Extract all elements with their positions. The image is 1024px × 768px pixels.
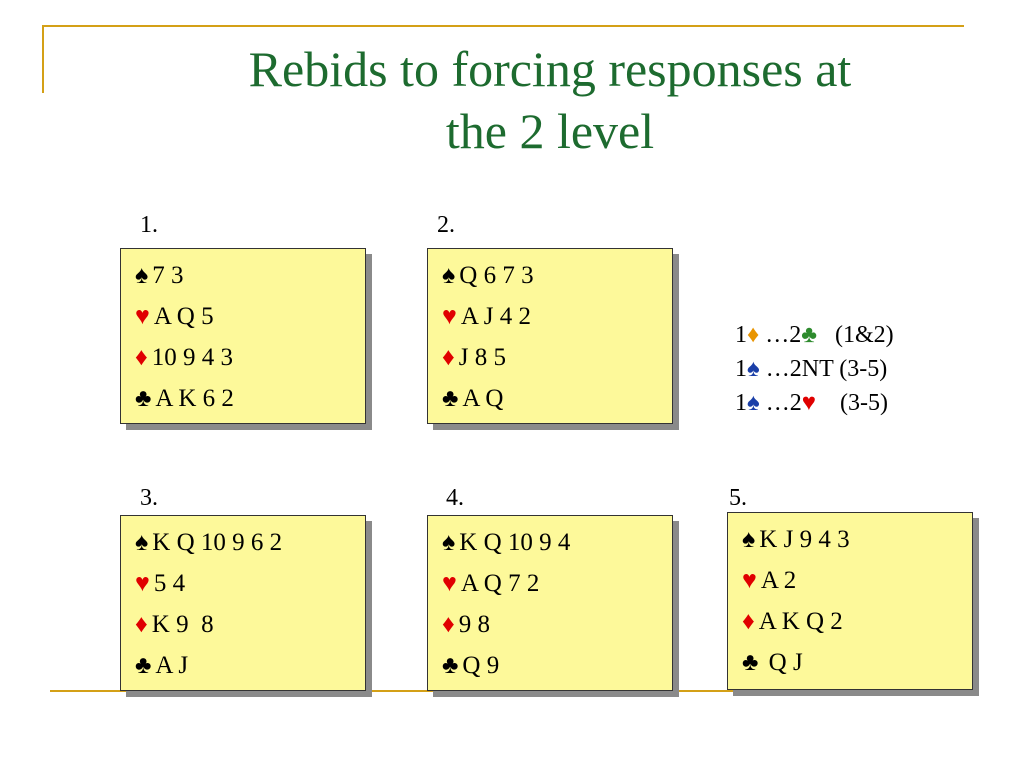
diamond-icon: ♦	[135, 611, 148, 638]
hand-4-clubs: Q 9	[462, 652, 500, 679]
hand-4-hearts: A Q 7 2	[460, 570, 540, 597]
hand-4-diamonds: 9 8	[458, 611, 491, 638]
club-icon: ♣	[442, 385, 459, 412]
sequence-3: 1♠ …2♥ (3-5)	[735, 390, 888, 416]
diamond-icon: ♦	[442, 344, 455, 371]
spade-icon: ♠	[442, 529, 456, 556]
hand-2-spades: Q 6 7 3	[459, 262, 534, 289]
diamond-icon: ♦	[135, 344, 148, 371]
hand-5-diamonds: A K Q 2	[758, 608, 843, 635]
hand-1-hearts: A Q 5	[153, 303, 214, 330]
hand-2-number: 2.	[437, 212, 455, 238]
hand-5-spades: K J 9 4 3	[759, 526, 850, 553]
bidding-sequences: 1♦ …2♣ (1&2) 1♠ …2NT (3-5) 1♠ …2♥ (3-5)	[735, 318, 894, 420]
spade-icon: ♠	[135, 262, 149, 289]
heart-icon: ♥	[442, 303, 457, 330]
hand-2-hearts: A J 4 2	[460, 303, 531, 330]
club-icon: ♣	[742, 649, 759, 676]
spade-icon: ♠	[747, 356, 760, 382]
hand-3-number: 3.	[140, 485, 158, 511]
hand-4-spades: K Q 10 9 4	[459, 529, 571, 556]
bottom-rule	[50, 690, 972, 692]
title-line-2: the 2 level	[445, 103, 655, 159]
club-icon: ♣	[135, 652, 152, 679]
hand-5-number: 5.	[729, 485, 747, 511]
club-icon: ♣	[135, 385, 152, 412]
heart-icon: ♥	[742, 567, 757, 594]
hand-3-hearts: 5 4	[153, 570, 186, 597]
heart-icon: ♥	[442, 570, 457, 597]
spade-icon: ♠	[135, 529, 149, 556]
sequence-2: 1♠ …2NT (3-5)	[735, 356, 888, 382]
diamond-icon: ♦	[442, 611, 455, 638]
hand-5-clubs: Q J	[762, 649, 803, 676]
diamond-icon: ♦	[742, 608, 755, 635]
hand-1-diamonds: 10 9 4 3	[151, 344, 234, 371]
title-line-1: Rebids to forcing responses at	[248, 41, 852, 97]
hand-2-clubs: A Q	[462, 385, 504, 412]
hand-3-card: ♠K Q 10 9 6 2 ♥5 4 ♦K 9 8 ♣A J	[120, 515, 366, 691]
hand-2-card: ♠Q 6 7 3 ♥A J 4 2 ♦J 8 5 ♣A Q	[427, 248, 673, 424]
hand-1-spades: 7 3	[152, 262, 184, 289]
slide-title: Rebids to forcing responses at the 2 lev…	[110, 38, 990, 162]
hand-5-card: ♠K J 9 4 3 ♥A 2 ♦A K Q 2 ♣ Q J	[727, 512, 973, 690]
spade-icon: ♠	[742, 526, 756, 553]
hand-3-spades: K Q 10 9 6 2	[152, 529, 283, 556]
hand-1-number: 1.	[140, 212, 158, 238]
heart-icon: ♥	[135, 303, 150, 330]
diamond-icon: ♦	[747, 322, 760, 348]
hand-3-diamonds: K 9 8	[151, 611, 214, 638]
left-rule	[42, 25, 44, 93]
top-rule	[42, 25, 964, 27]
spade-icon: ♠	[747, 390, 760, 416]
club-icon: ♣	[442, 652, 459, 679]
hand-1-clubs: A K 6 2	[155, 385, 234, 412]
hand-3-clubs: A J	[155, 652, 189, 679]
heart-icon: ♥	[135, 570, 150, 597]
sequence-1: 1♦ …2♣ (1&2)	[735, 322, 894, 348]
hand-5-hearts: A 2	[760, 567, 797, 594]
hand-4-number: 4.	[446, 485, 464, 511]
spade-icon: ♠	[442, 262, 456, 289]
heart-icon: ♥	[801, 390, 816, 416]
club-icon: ♣	[801, 322, 817, 348]
hand-1-card: ♠7 3 ♥A Q 5 ♦10 9 4 3 ♣A K 6 2	[120, 248, 366, 424]
hand-4-card: ♠K Q 10 9 4 ♥A Q 7 2 ♦9 8 ♣Q 9	[427, 515, 673, 691]
hand-2-diamonds: J 8 5	[458, 344, 506, 371]
